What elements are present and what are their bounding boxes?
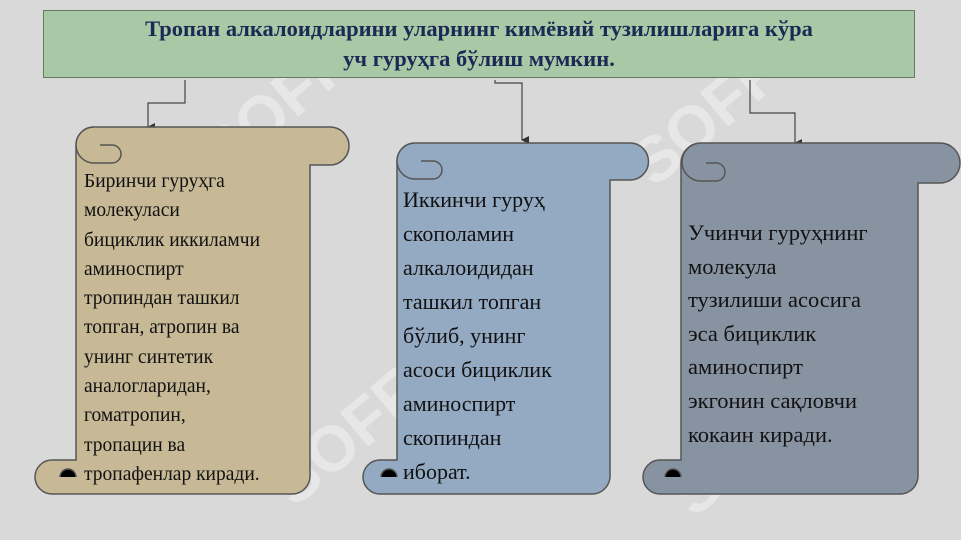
scroll-2-line: аминоспирт <box>403 391 516 416</box>
scroll-1-line: тропиндан ташкил <box>84 288 240 310</box>
scroll-3-line: аминоспирт <box>688 354 803 380</box>
connector-arrow-3 <box>749 80 802 147</box>
scroll-2-line: асоси бициклик <box>403 357 552 382</box>
scroll-2 <box>362 142 650 495</box>
scroll-3-line: тузилиши асосига <box>688 287 862 313</box>
scroll-2-line: ташкил топган <box>403 289 542 314</box>
scroll-3-line: Учинчи гуруҳнинг <box>688 220 868 245</box>
title-line-2: уч гуруҳга бўлиш мумкин. <box>343 46 615 71</box>
scroll-2-line: алкалоидидан <box>403 255 534 280</box>
scroll-3-text: Учинчи гуруҳнинг молекула тузилиши асоси… <box>688 216 912 451</box>
scroll-2-line: Иккинчи гуруҳ <box>403 187 545 212</box>
scroll-3 <box>642 142 961 495</box>
scroll-3-line: эса бициклик <box>688 320 817 346</box>
scroll-3-line: кокаин киради. <box>688 421 833 447</box>
scroll-1-line: аналогларидан, <box>84 376 211 398</box>
scroll-2-line: бўлиб, унинг <box>403 323 526 348</box>
scroll-1-line: тропафенлар киради. <box>84 463 260 485</box>
scroll-3-line: молекула <box>688 253 777 279</box>
scroll-2-line: иборат. <box>403 459 471 484</box>
diagram-title: Тропан алкалоидларини уларнинг кимёвий т… <box>43 10 915 78</box>
scroll-1-text: Биринчи гуруҳга молекуласи бициклик икки… <box>84 167 303 489</box>
connector-arrow-2 <box>494 80 529 144</box>
scroll-2-line: скополамин <box>403 221 515 246</box>
scroll-1-line: гоматропин, <box>84 405 186 427</box>
title-line-1: Тропан алкалоидларини уларнинг кимёвий т… <box>145 16 813 41</box>
scroll-1-line: унинг синтетик <box>84 346 214 368</box>
scroll-2-line: скопиндан <box>403 425 502 450</box>
scroll-1-line: топган, атропин ва <box>84 317 240 339</box>
scroll-1-line: молекуласи <box>84 200 180 222</box>
scroll-1-line: бициклик иккиламчи <box>84 229 261 251</box>
connector-arrow-1 <box>147 80 186 131</box>
scroll-1 <box>34 126 350 495</box>
scroll-1-line: Биринчи гуруҳга <box>84 171 225 192</box>
scroll-3-line: экгонин сақловчи <box>688 387 858 413</box>
scroll-2-text: Иккинчи гуруҳ скополамин алкалоидидан та… <box>403 183 604 489</box>
scroll-1-line: тропацин ва <box>84 434 186 456</box>
scroll-1-line: аминоспирт <box>84 258 184 280</box>
